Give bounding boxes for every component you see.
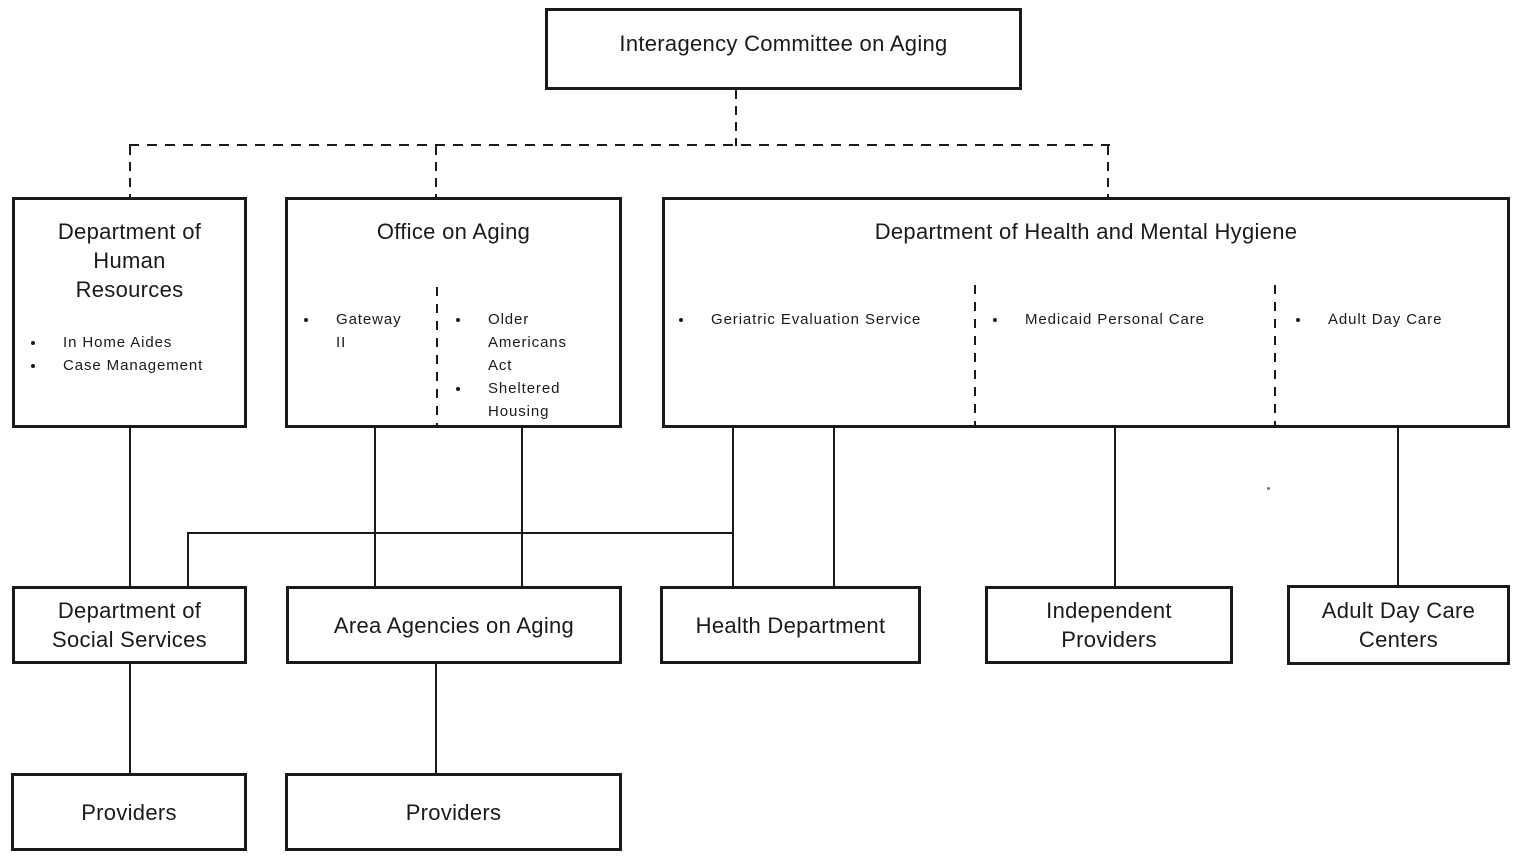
providers-left-label: Providers [81, 799, 177, 825]
bullet-icon [31, 364, 35, 368]
connector-dashed-rail [129, 144, 1110, 146]
connector-dashed-to-health-mental-hygiene [1107, 146, 1109, 198]
dhmh-section-3: Adult Day Care [1294, 308, 1442, 331]
social-services-label: Department of Social Services [52, 598, 207, 652]
connector-dhmh-to-health-dept-1 [732, 428, 734, 586]
health-department-label: Health Department [695, 612, 886, 638]
box-health-mental-hygiene: Department of Health and Mental Hygiene … [662, 197, 1510, 428]
box-health-department: Health Department [660, 586, 921, 664]
box-interagency-committee: Interagency Committee on Aging [545, 8, 1022, 90]
providers-right-label: Providers [405, 799, 502, 825]
list-item: Sheltered Housing [454, 377, 614, 423]
connector-branch-to-social-services [187, 532, 189, 586]
bullet-label: Medicaid Personal Care [1025, 311, 1205, 328]
box-independent-providers: Independent Providers [985, 586, 1233, 664]
bullet-icon [679, 318, 683, 322]
bullet-label: Older Americans Act [488, 311, 567, 374]
connector-dhmh-to-adult-day-care-centers [1397, 428, 1399, 586]
dhmh-section-divider-2 [1274, 285, 1276, 426]
health-mental-hygiene-label: Department of Health and Mental Hygiene [874, 219, 1298, 244]
list-item: Gateway II [302, 308, 432, 354]
human-resources-bullets: In Home Aides Case Management [29, 331, 203, 377]
connector-dhmh-to-health-dept-2 [833, 428, 835, 586]
box-area-agencies: Area Agencies on Aging [286, 586, 622, 664]
dhmh-section-1: Geriatric Evaluation Service [677, 308, 921, 331]
scan-artifact-dot [1267, 487, 1270, 490]
list-item: Older Americans Act [454, 308, 614, 377]
bullet-label: Geriatric Evaluation Service [711, 311, 922, 328]
dhmh-section-divider-1 [974, 285, 976, 426]
human-resources-label: Department of Human Resources [57, 219, 202, 302]
list-item: Medicaid Personal Care [991, 308, 1205, 331]
bullet-icon [456, 387, 460, 391]
connector-hr-to-social-services [129, 428, 131, 586]
box-office-on-aging: Office on Aging Gateway II Older America… [285, 197, 622, 428]
bullet-icon [31, 341, 35, 345]
interagency-committee-label: Interagency Committee on Aging [619, 30, 948, 56]
office-on-aging-left-bullets: Gateway II [302, 308, 432, 354]
connector-ooa-to-area-agencies-2 [521, 428, 523, 586]
box-social-services: Department of Social Services [12, 586, 247, 664]
bullet-label: Case Management [63, 357, 204, 374]
connector-dashed-to-human-resources [129, 146, 131, 198]
independent-providers-label: Independent Providers [1046, 598, 1172, 652]
bullet-label: Sheltered Housing [488, 380, 561, 420]
box-providers-right: Providers [285, 773, 622, 851]
bullet-label: In Home Aides [63, 334, 173, 351]
adult-day-care-centers-label: Adult Day Care Centers [1321, 598, 1476, 652]
bullet-icon [993, 318, 997, 322]
dhmh-section-2: Medicaid Personal Care [991, 308, 1205, 331]
list-item: In Home Aides [29, 331, 203, 354]
list-item: Adult Day Care [1294, 308, 1442, 331]
connector-dss-to-providers [129, 664, 131, 773]
connector-dashed-to-office-on-aging [435, 146, 437, 198]
area-agencies-label: Area Agencies on Aging [333, 612, 575, 638]
office-on-aging-section-divider [436, 287, 438, 426]
connector-ooa-to-area-agencies-1 [374, 428, 376, 586]
bullet-label: Adult Day Care [1328, 311, 1443, 328]
connector-dhmh-to-independent-providers [1114, 428, 1116, 586]
box-providers-left: Providers [11, 773, 247, 851]
box-human-resources: Department of Human Resources In Home Ai… [12, 197, 247, 428]
bullet-label: Gateway II [336, 311, 402, 351]
connector-dashed-top-drop [735, 90, 737, 146]
office-on-aging-right-bullets: Older Americans Act Sheltered Housing [454, 308, 614, 423]
list-item: Geriatric Evaluation Service [677, 308, 921, 331]
box-adult-day-care-centers: Adult Day Care Centers [1287, 585, 1510, 665]
connector-aaoa-to-providers [435, 664, 437, 773]
bullet-icon [304, 318, 308, 322]
list-item: Case Management [29, 354, 203, 377]
office-on-aging-label: Office on Aging [376, 219, 531, 244]
bullet-icon [1296, 318, 1300, 322]
connector-branch-rail [187, 532, 734, 534]
bullet-icon [456, 318, 460, 322]
